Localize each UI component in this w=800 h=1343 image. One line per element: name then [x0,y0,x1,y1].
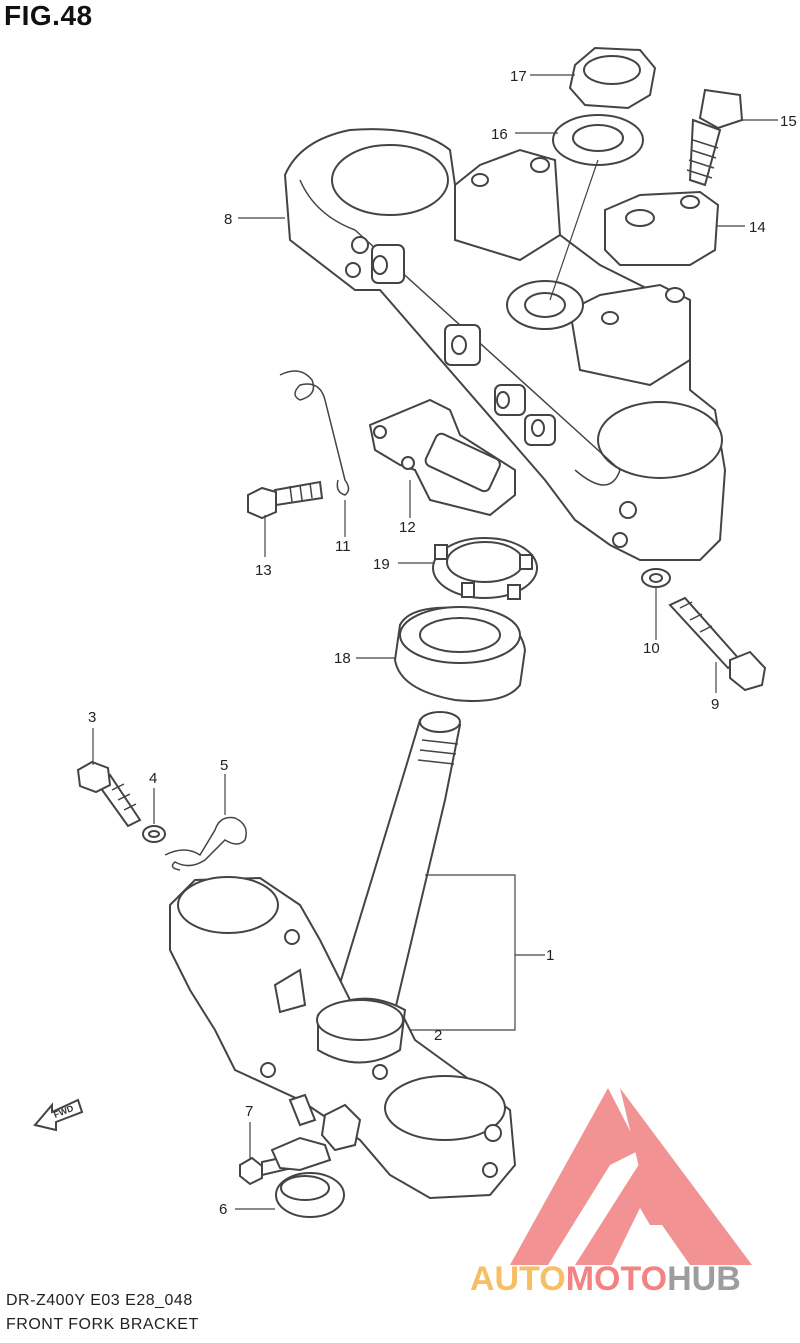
washer-10 [641,568,671,588]
callout-4: 4 [149,770,157,787]
clamp-14 [604,190,720,266]
callout-3: 3 [88,709,96,726]
leader-lines [92,74,778,1210]
callout-2: 2 [434,1027,442,1044]
callout-15: 15 [780,113,797,130]
callout-bracket-1 [410,874,516,1031]
callout-10: 10 [643,640,660,657]
callout-16: 16 [491,126,508,143]
callout-11: 11 [335,538,351,555]
bolt-3 [76,760,142,828]
watermark-auto: AUTO [470,1260,566,1298]
callout-13: 13 [255,562,272,579]
callout-18: 18 [334,650,351,667]
nut-19 [432,537,538,600]
callout-5: 5 [220,757,228,774]
callout-17: 17 [510,68,527,85]
callout-labels: 1 2 3 4 5 6 7 8 9 10 11 12 13 14 15 16 1… [88,68,797,1218]
callout-1: 1 [546,947,554,964]
callout-7: 7 [245,1103,253,1120]
clip-5 [164,816,247,871]
cable-guide-12 [368,398,516,517]
watermark-hub: HUB [667,1260,741,1298]
washer-16 [552,114,644,166]
steering-stem-1 [169,711,517,1200]
nut-17 [568,46,657,110]
bolt-13 [247,480,324,520]
figure-title: FIG.48 [4,0,93,31]
callout-19: 19 [373,556,390,573]
cable-clamp-6 [270,1136,345,1218]
figure-caption: FRONT FORK BRACKET [6,1316,199,1333]
automotohub-watermark: AUTOMOTOHUB [470,1088,752,1298]
callout-6: 6 [219,1201,227,1218]
model-code: DR-Z400Y E03 E28_048 [6,1292,193,1309]
washer-4 [142,825,166,843]
callout-8: 8 [224,211,232,228]
bolt-15 [686,88,744,187]
callout-9: 9 [711,696,719,713]
spring-pin-11 [279,370,350,496]
callout-12: 12 [399,519,416,536]
callout-14: 14 [749,219,766,236]
bearing-18 [393,606,527,702]
svg-text:AUTOMOTOHUB: AUTOMOTOHUB [470,1260,741,1298]
bolt-9 [668,596,767,692]
fwd-arrow: FWD [33,1098,84,1132]
upper-bracket [283,128,727,561]
watermark-logo-icon [510,1088,752,1265]
watermark-moto: MOTO [566,1260,667,1298]
